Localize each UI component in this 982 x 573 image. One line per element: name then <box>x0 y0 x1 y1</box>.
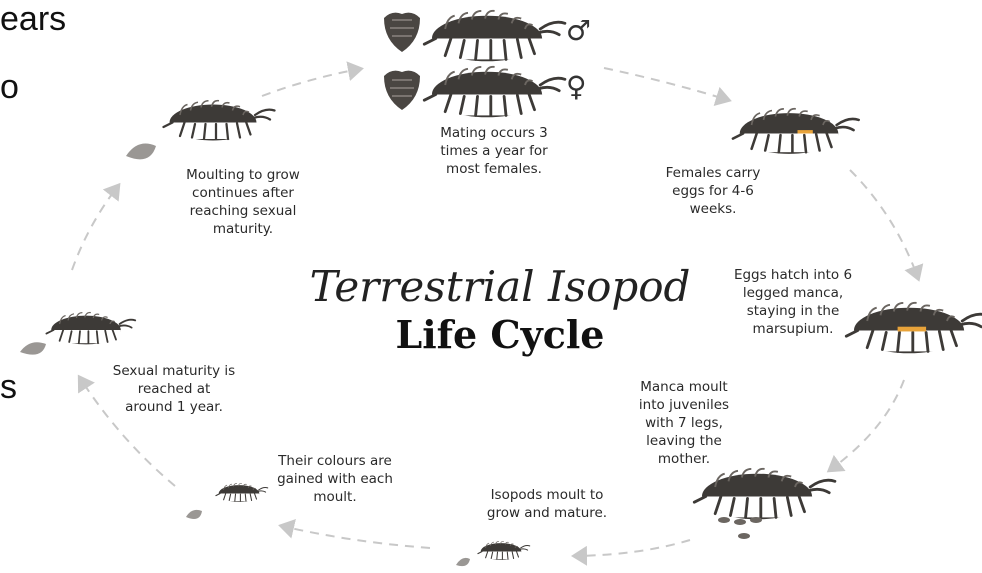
mature-moult <box>20 342 46 354</box>
stage-moulting-label: Moulting to grow continues after reachin… <box>176 166 310 238</box>
mature-isopod <box>46 313 135 345</box>
stage-maturity-label: Sexual maturity is reached at around 1 y… <box>112 362 236 416</box>
colour-isopod <box>216 483 268 502</box>
stage-mating-label: Mating occurs 3 times a year for most fe… <box>432 124 556 178</box>
small-moult <box>456 558 470 566</box>
diagram-title: Terrestrial Isopod Life Cycle <box>300 262 700 358</box>
female-isopod <box>424 67 565 117</box>
moulting-isopod <box>164 101 275 141</box>
stage-hatch-label: Eggs hatch into 6 legged manca, staying … <box>730 266 856 338</box>
stage-isopods-moult-label: Isopods moult to grow and mature. <box>484 486 610 522</box>
stage-colours-label: Their colours are gained with each moult… <box>268 452 402 506</box>
stage-manca-moult-label: Manca moult into juveniles with 7 legs, … <box>632 378 736 468</box>
moulting-moult <box>126 144 156 160</box>
female-underside-icon <box>384 71 420 110</box>
isopod-with-manca <box>846 303 982 353</box>
juvenile-isopods <box>718 517 762 539</box>
mother-with-juveniles <box>694 469 835 519</box>
male-symbol: ♂ <box>566 14 591 47</box>
title-line-1: Terrestrial Isopod <box>300 262 700 312</box>
male-underside-icon <box>384 13 420 52</box>
female-carrying-eggs <box>733 109 859 154</box>
slide-text-fragment: o <box>0 68 19 107</box>
female-symbol: ♀ <box>566 70 587 103</box>
male-isopod <box>424 11 565 61</box>
title-line-2: Life Cycle <box>300 312 700 358</box>
small-isopod <box>478 541 530 560</box>
colour-moult <box>186 510 202 519</box>
slide-text-fragment: ears <box>0 0 66 39</box>
slide-text-fragment: s <box>0 368 17 407</box>
stage-eggs-label: Females carry eggs for 4-6 weeks. <box>654 164 772 218</box>
